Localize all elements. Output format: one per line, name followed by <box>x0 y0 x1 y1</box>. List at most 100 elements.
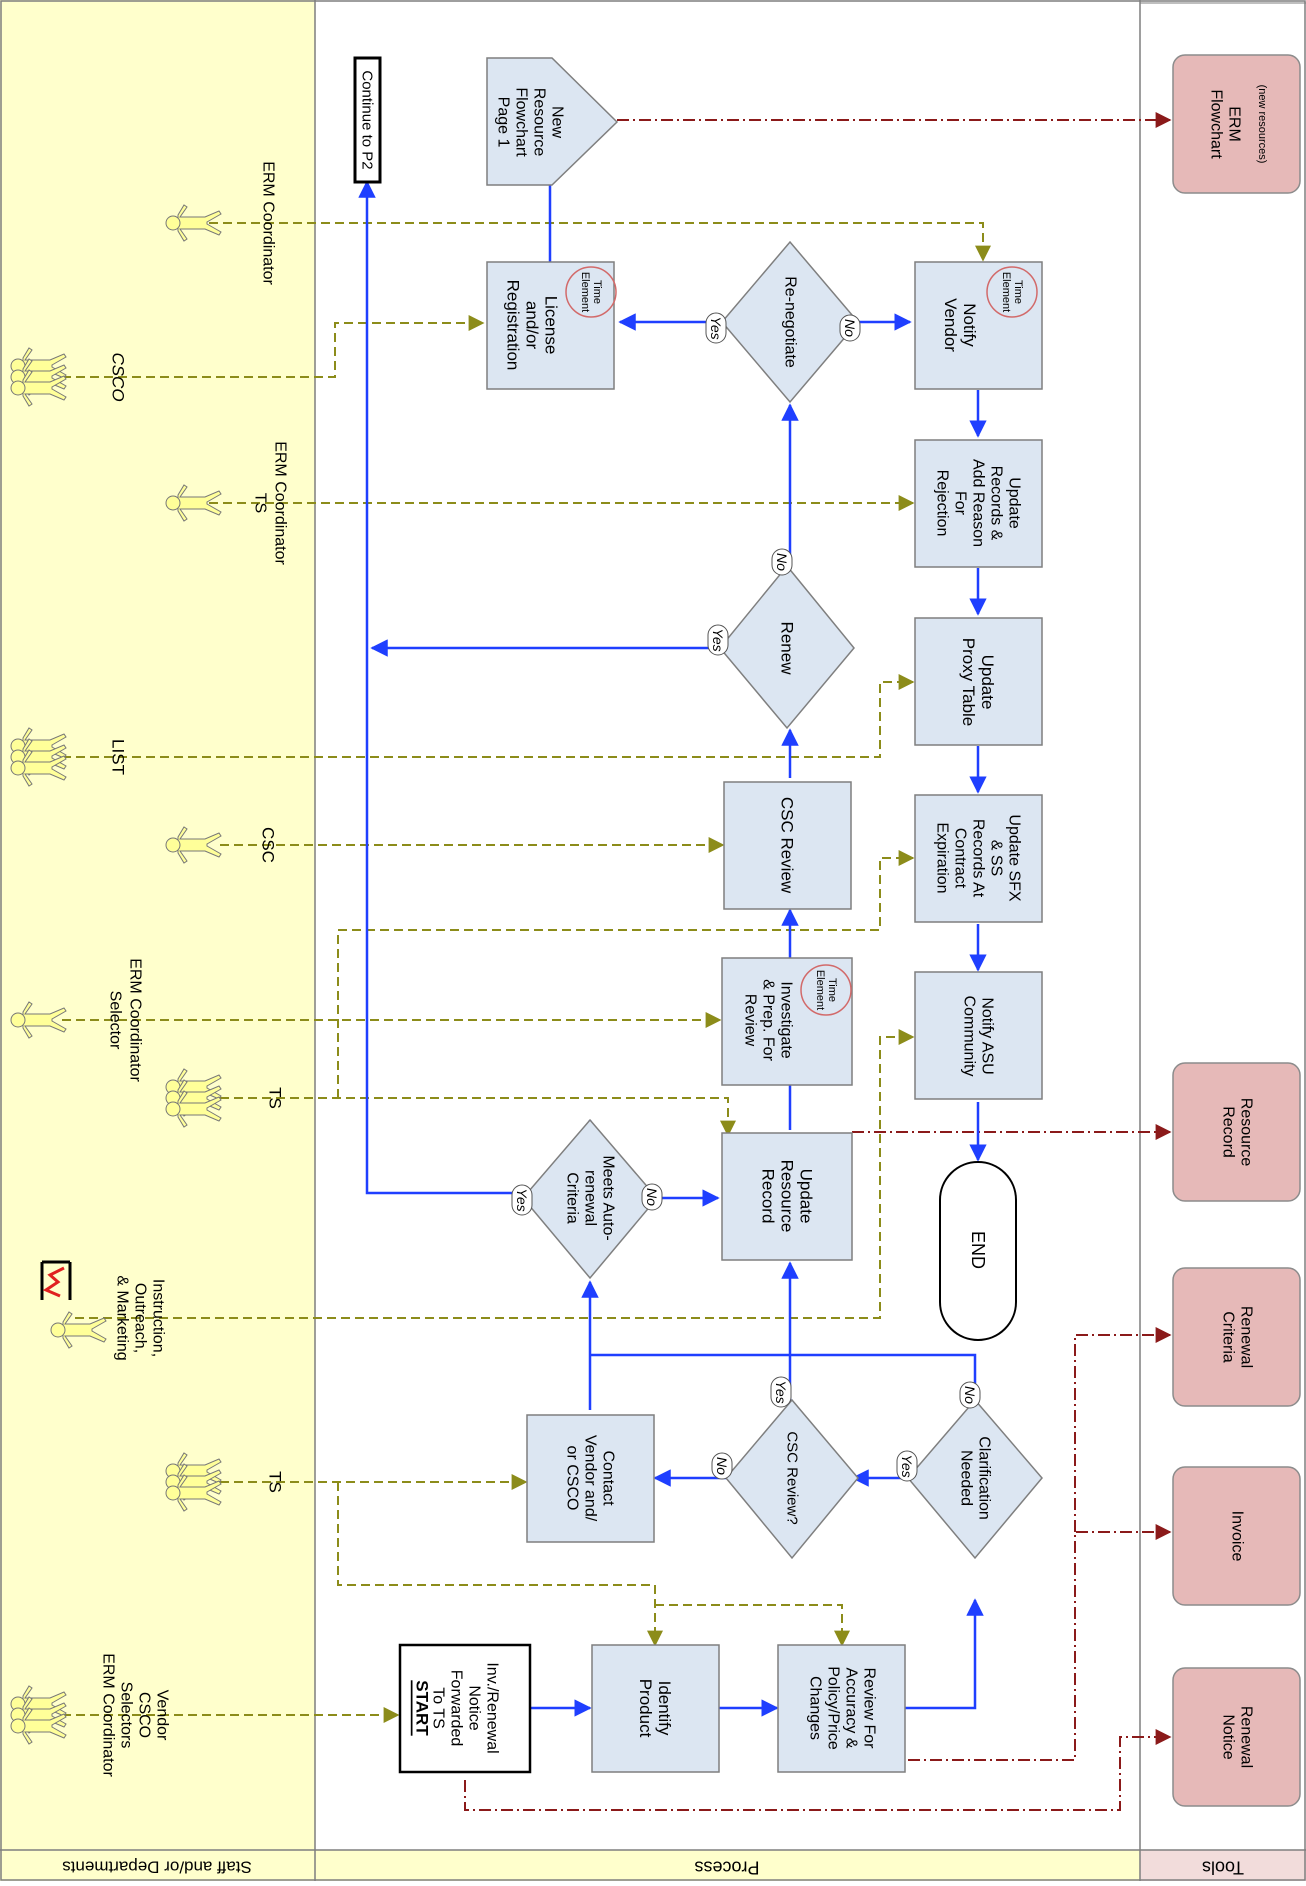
renew-yes-pill <box>707 624 729 656</box>
time-element-investigate-text-line: Element <box>814 970 826 1010</box>
actor-csc-label: CSC <box>259 827 278 863</box>
time-element-investigate <box>800 964 852 1016</box>
update-records-label-line: Update <box>1005 477 1022 529</box>
investigate-box <box>721 957 853 1086</box>
time-element-license-text-line: Time <box>591 280 603 304</box>
update-sfx-box <box>914 794 1043 923</box>
update-proxy-label-line: Proxy Table <box>959 638 978 727</box>
new-resource-offpage <box>486 57 619 186</box>
contact-vendor-box <box>526 1414 655 1543</box>
actor-instruction-label-line: Instruction, <box>150 1279 167 1357</box>
process-boxes <box>353 56 1043 1774</box>
tool-renewal-criteria <box>1172 1267 1301 1407</box>
renew-label: Renew <box>778 622 797 676</box>
tool-boxes <box>1172 54 1301 1807</box>
clarification-no-pill <box>959 1381 981 1409</box>
tool-renewal-notice-label-line: Notice <box>1220 1714 1237 1759</box>
decisions <box>522 240 1043 1560</box>
update-resource-label-line: Record <box>758 1169 777 1224</box>
svg-text:Process: Process <box>694 1857 759 1877</box>
process-lane-title: Process <box>694 1857 759 1877</box>
tool-erm-flowchart-label-line: Flowchart <box>1208 89 1225 159</box>
tool-renewal-notice-label-line: Renewal <box>1237 1706 1254 1768</box>
end-label: END <box>968 1231 988 1269</box>
tool-line-invoice <box>908 1524 1172 1761</box>
update-sfx-label-line: Update SFX <box>1005 814 1022 901</box>
csc-review-yes-text: Yes <box>773 1380 789 1403</box>
tool-erm-flowchart-sub-line: (new resources) <box>1256 85 1268 164</box>
tool-line-renewal-notice <box>464 1729 1172 1811</box>
csc-review-no-text: No <box>714 1457 730 1475</box>
time-element-license-text-line: Element <box>579 272 591 312</box>
tool-resource-record-label-line: Resource <box>1237 1098 1254 1167</box>
renegotiate-no-text: No <box>842 319 858 337</box>
renegotiate-yes: Yes <box>705 312 727 344</box>
staff-lane-title: Staff and/or Departments <box>62 1858 252 1877</box>
review-accuracy-label-line: Review For <box>860 1668 877 1750</box>
csc-review-label-line: CSC Review <box>778 797 797 894</box>
meets-autorenewal-diamond <box>522 1118 658 1280</box>
actor-line-ts-update <box>220 1097 736 1137</box>
actor-csco-label-line: CSCO <box>109 352 128 401</box>
update-proxy-label-line: Update <box>978 655 997 710</box>
renegotiate-yes-text: Yes <box>708 316 724 339</box>
flow-review-clarification <box>905 1598 984 1710</box>
renegotiate-diamond <box>721 240 859 404</box>
actor-vendor-group-label-line: ERM Coordinator <box>100 1653 117 1777</box>
notify-asu-box <box>914 971 1043 1100</box>
actor-instruction-label-line: Outreach, <box>132 1283 149 1353</box>
tool-erm-flowchart-sub: (new resources) <box>1256 85 1268 164</box>
actor-csco-label: CSCO <box>109 352 128 401</box>
review-accuracy-label-line: Policy/Price <box>825 1666 842 1750</box>
actor-line-instruction <box>75 1029 915 1319</box>
actor-line-ts-review <box>655 1604 850 1647</box>
actor-ts-1-label: TS <box>266 1471 285 1493</box>
start-label-line: Forwarded <box>448 1670 465 1746</box>
tool-invoice-label-line: Invoice <box>1229 1511 1246 1562</box>
actor-vendor-group-label-line: Selectors <box>118 1682 135 1749</box>
actor-line-list <box>62 674 915 758</box>
actor-vendor-group-icon <box>10 1685 67 1745</box>
renegotiate-yes-pill <box>705 312 727 344</box>
actor-ts-2-icon <box>165 1068 222 1128</box>
actor-ts-1-icon <box>165 1452 222 1512</box>
actor-erm-coordinator-icon <box>165 204 222 242</box>
update-records-label-line: For <box>952 491 969 516</box>
start-label-line: Inv./Renewal <box>483 1662 500 1753</box>
new-resource-label-line: Flowchart <box>513 87 530 157</box>
contact-vendor-label-line: Vendor and/ <box>582 1435 599 1522</box>
renew-yes: Yes <box>707 624 729 656</box>
notify-vendor-label-line: Notify <box>960 303 979 347</box>
renegotiate-label-line: Re-negotiate <box>782 276 799 368</box>
start-title: START <box>413 1680 432 1736</box>
update-resource-label-line: Resource <box>778 1160 797 1233</box>
license-label-line: Registration <box>503 280 522 371</box>
update-records-label-line: Records & <box>987 466 1004 541</box>
csc-review-yes: Yes <box>770 1376 792 1408</box>
actor-erm-coordinator-label: ERM Coordinator <box>260 161 277 285</box>
actor-ts-2-label-line: TS <box>266 1087 285 1109</box>
contact-vendor-label-line: or CSCO <box>564 1446 581 1511</box>
contact-vendor-label-line: Contact <box>599 1450 616 1506</box>
time-element-license <box>565 266 617 318</box>
identify-product-label-line: Identify <box>655 1681 674 1736</box>
clarification-yes-pill <box>896 1450 918 1482</box>
notify-asu-label-line: Community <box>961 996 978 1077</box>
new-resource-label-line: New <box>548 106 565 138</box>
time-elements <box>565 266 1038 1016</box>
tool-invoice <box>1172 1466 1301 1606</box>
tool-renewal-notice <box>1172 1667 1301 1807</box>
